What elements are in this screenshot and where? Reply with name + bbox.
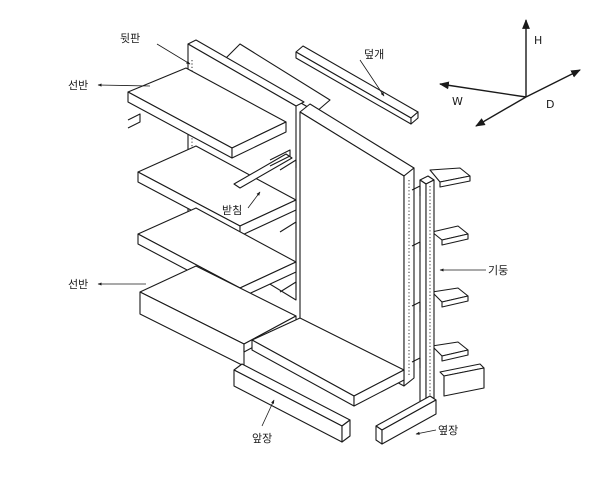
shelf-support-bracket: [233, 149, 293, 189]
leader-back-panel: [156, 43, 191, 65]
left-shelf-1: [127, 67, 287, 159]
label-shelf-bottom: 선반: [68, 278, 88, 291]
front-kick-plate: [233, 363, 351, 443]
leader-cover: [359, 59, 385, 97]
right-shelves: [429, 167, 485, 397]
axis-indicator: H W D: [439, 19, 581, 127]
axis-d-arrow-right: [525, 69, 581, 98]
left-upright-supports: [279, 159, 297, 293]
label-shelf-top: 선반: [68, 79, 88, 92]
axis-d-label: D: [546, 98, 554, 111]
label-cover: 덮개: [364, 48, 384, 61]
center-back-panel: [299, 103, 415, 387]
post-upright: [411, 175, 435, 407]
label-post: 기둥: [488, 264, 508, 277]
axis-h-label: H: [534, 34, 542, 47]
leader-front-kick: [261, 399, 275, 427]
front-lower-shelf: [251, 317, 405, 407]
part-labels: 뒷판 덮개 선반 받침 선반 기둥 앞장 옆장: [68, 32, 508, 445]
top-cover: [295, 45, 419, 125]
label-front-kick: 앞장: [252, 432, 272, 445]
side-kick-plate: [375, 395, 437, 445]
axis-d-arrow-left: [475, 96, 527, 127]
leader-support: [247, 191, 261, 209]
axis-w-arrow: [439, 81, 527, 98]
axis-w-label: W: [452, 95, 463, 108]
leader-lines: [97, 43, 486, 435]
leader-shelf-top: [97, 83, 151, 87]
label-support: 받침: [222, 204, 242, 217]
label-back-panel: 뒷판: [120, 32, 140, 45]
label-side-kick: 옆장: [438, 424, 458, 437]
leader-side-kick: [415, 429, 437, 435]
